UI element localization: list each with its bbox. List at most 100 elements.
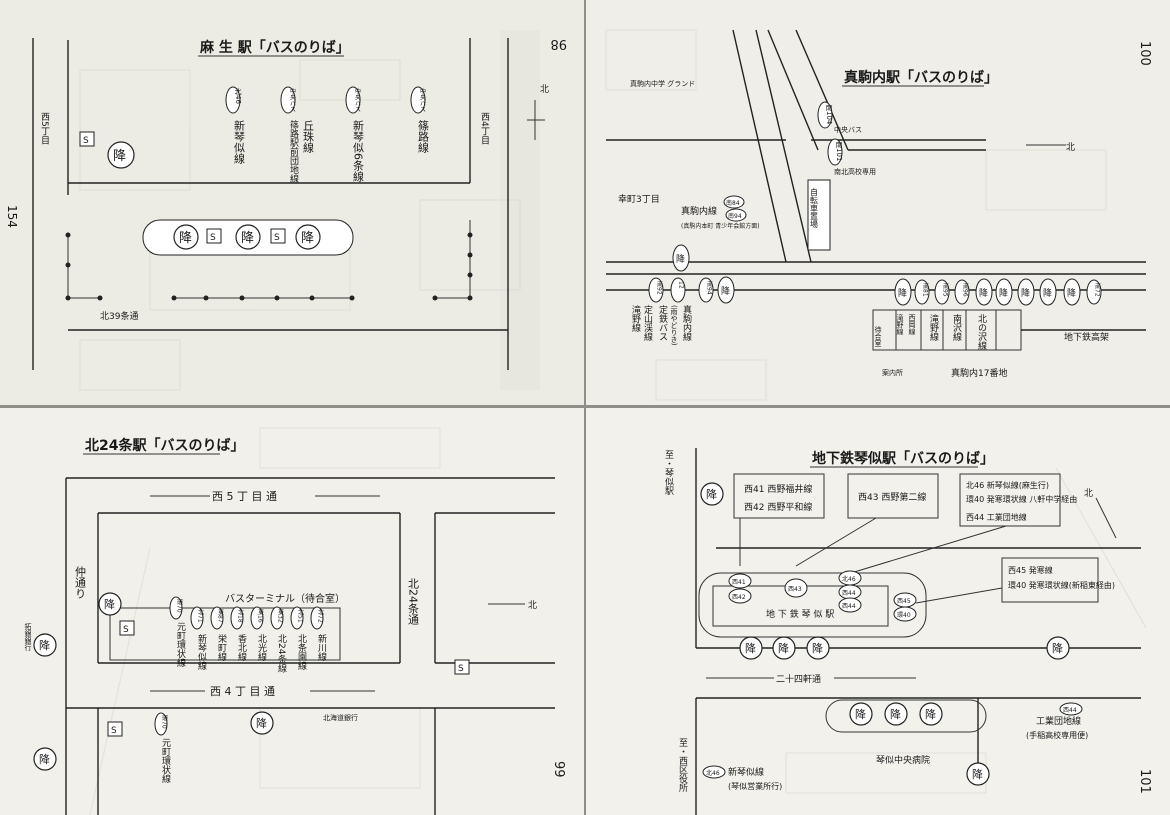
alight-icon	[295, 224, 321, 250]
waiting-room-label: 待合室	[874, 325, 882, 347]
svg-text:新琴似線: 新琴似線	[233, 119, 246, 164]
svg-text:中央バス: 中央バス	[289, 87, 296, 112]
map-kita24: 北24条駅「バスのりば」 西 5 丁 目 通 西 4 丁 目 通 仲通り 北24…	[24, 427, 566, 815]
svg-text:西44: 西44	[842, 603, 856, 610]
svg-text:降: 降	[1052, 641, 1063, 655]
info-desk-label: 案内所	[882, 368, 903, 377]
bank1-label: 拓銀銀行	[24, 622, 32, 652]
svg-text:北46: 北46	[842, 575, 856, 583]
box3-line2: 環40 発寒環状線 八軒中学経由	[966, 494, 1077, 504]
north-label: 北	[1066, 142, 1075, 153]
svg-text:降: 降	[39, 752, 50, 766]
svg-text:降: 降	[979, 287, 988, 299]
svg-text:西岡線: 西岡線	[908, 314, 916, 335]
svg-text:東87: 東87	[217, 608, 224, 623]
page-number: 99	[551, 761, 566, 778]
lower-left-name: 新琴似線	[728, 766, 764, 778]
svg-text:S: S	[123, 625, 129, 635]
svg-text:S: S	[111, 726, 117, 736]
page-number: 100	[1137, 41, 1152, 66]
alight-icon	[173, 224, 199, 250]
makomanai-sub-label: (真駒内本町 青少年会館方面)	[681, 222, 760, 230]
bottom-badges: 南92 12 南94 南81 南95 南96 南72	[648, 277, 1102, 305]
svg-text:S: S	[458, 664, 464, 674]
badge-minami-84: 南84	[723, 195, 745, 209]
alight-icon	[33, 747, 57, 771]
bus-stop-icon	[454, 659, 470, 675]
map1-route-2: 中央バス 篠路駅前団地線	[280, 86, 299, 183]
svg-text:南94: 南94	[706, 280, 713, 295]
svg-text:降: 降	[812, 641, 823, 655]
svg-text:南95: 南95	[942, 282, 949, 297]
svg-text:南81: 南81	[922, 282, 929, 297]
svg-text:北光線: 北光線	[256, 634, 267, 661]
svg-text:東32: 東32	[277, 608, 284, 623]
svg-text:降: 降	[706, 487, 717, 501]
map1-route-4: 中央バス 新琴似6条線	[345, 86, 365, 182]
svg-text:降: 降	[778, 641, 789, 655]
svg-text:降: 降	[1043, 287, 1052, 299]
box3-line3: 西44 工業団地線	[966, 512, 1027, 522]
ground-label: 真駒内中学 グランド	[630, 79, 695, 88]
svg-text:南101: 南101	[835, 140, 843, 161]
svg-text:北条園線: 北条園線	[296, 634, 307, 670]
map1-right-area: 西4丁目	[479, 112, 490, 145]
svg-text:北18: 北18	[237, 608, 244, 623]
svg-text:降: 降	[179, 231, 192, 246]
map2-title: 真駒内駅「バスのりば」	[844, 69, 998, 86]
svg-text:西42: 西42	[732, 594, 746, 601]
map4-title: 地下鉄琴似駅「バスのりば」	[812, 450, 994, 467]
map1-route-5: 中央バス 篠路線	[410, 86, 430, 153]
svg-text:中央バス: 中央バス	[354, 87, 361, 112]
svg-text:S: S	[274, 233, 280, 243]
svg-text:S: S	[83, 136, 89, 146]
svg-text:南92: 南92	[656, 280, 663, 295]
svg-text:滝野線: 滝野線	[928, 314, 939, 341]
svg-text:S: S	[210, 233, 216, 243]
svg-text:降: 降	[113, 149, 126, 164]
svg-text:南104: 南104	[825, 103, 833, 125]
svg-text:降: 降	[241, 231, 254, 246]
north-label: 北	[540, 84, 549, 95]
central-bus-label: 中央バス	[834, 125, 862, 134]
svg-text:南72: 南72	[1094, 282, 1101, 297]
map1-route-1: 北46 新琴似線	[225, 86, 246, 164]
svg-text:(雨やどりき): (雨やどりき)	[670, 305, 678, 346]
svg-text:丘珠線: 丘珠線	[302, 120, 315, 153]
street-left-label: 仲通り	[74, 565, 87, 599]
alight-icon	[33, 633, 57, 657]
alight-icons: 降 降 降 降 降 降 降 降 降	[700, 482, 1070, 786]
bus-stop-icon	[107, 721, 123, 737]
left-top-label: 至・琴似駅	[663, 450, 674, 496]
svg-text:滝野線: 滝野線	[896, 313, 904, 335]
svg-text:新琴似線: 新琴似線	[196, 633, 207, 670]
makomanai-line-label: 真駒内線	[681, 205, 717, 217]
svg-text:降: 降	[999, 287, 1008, 299]
box2-line1: 西43 西野第二線	[858, 491, 926, 503]
parking-label: 自転車置場	[810, 187, 819, 229]
map1-title: 麻 生 駅「バスのりば」	[199, 39, 350, 56]
badge-minami-94: 南94	[725, 208, 747, 222]
svg-text:降: 降	[301, 231, 314, 246]
address-label: 真駒内17番地	[951, 367, 1007, 379]
svg-text:西45: 西45	[897, 598, 911, 605]
left-bottom-label: 至・西区役所	[677, 738, 688, 793]
bus-stop-icon	[119, 620, 135, 636]
svg-text:降: 降	[676, 253, 685, 265]
map-asabu: 北 麻 生 駅「バスのりば」 西5丁目 西4丁目 北39条通 北46 新琴似線 …	[5, 30, 567, 391]
badge-minami-104: 南104	[817, 101, 833, 129]
box3-line1: 北46 新琴似線(麻生行)	[966, 480, 1049, 490]
street-bottom-label: 西 4 丁 目 通	[210, 685, 275, 698]
svg-text:降: 降	[721, 285, 730, 297]
koumachi-label: 幸町3丁目	[618, 194, 660, 205]
svg-text:南94: 南94	[728, 212, 742, 220]
stop-badges: 西41 西42 西43 北46 西44 西44 西45 環40	[728, 570, 917, 622]
alight-icon	[98, 592, 122, 616]
alight-icon	[250, 711, 274, 735]
svg-text:降: 降	[1067, 287, 1076, 299]
box4-line2: 環40 発寒環状線(新稲東経由)	[1008, 580, 1115, 590]
lower-left-note: (琴似営業所行)	[728, 781, 782, 791]
svg-text:降: 降	[925, 707, 936, 721]
